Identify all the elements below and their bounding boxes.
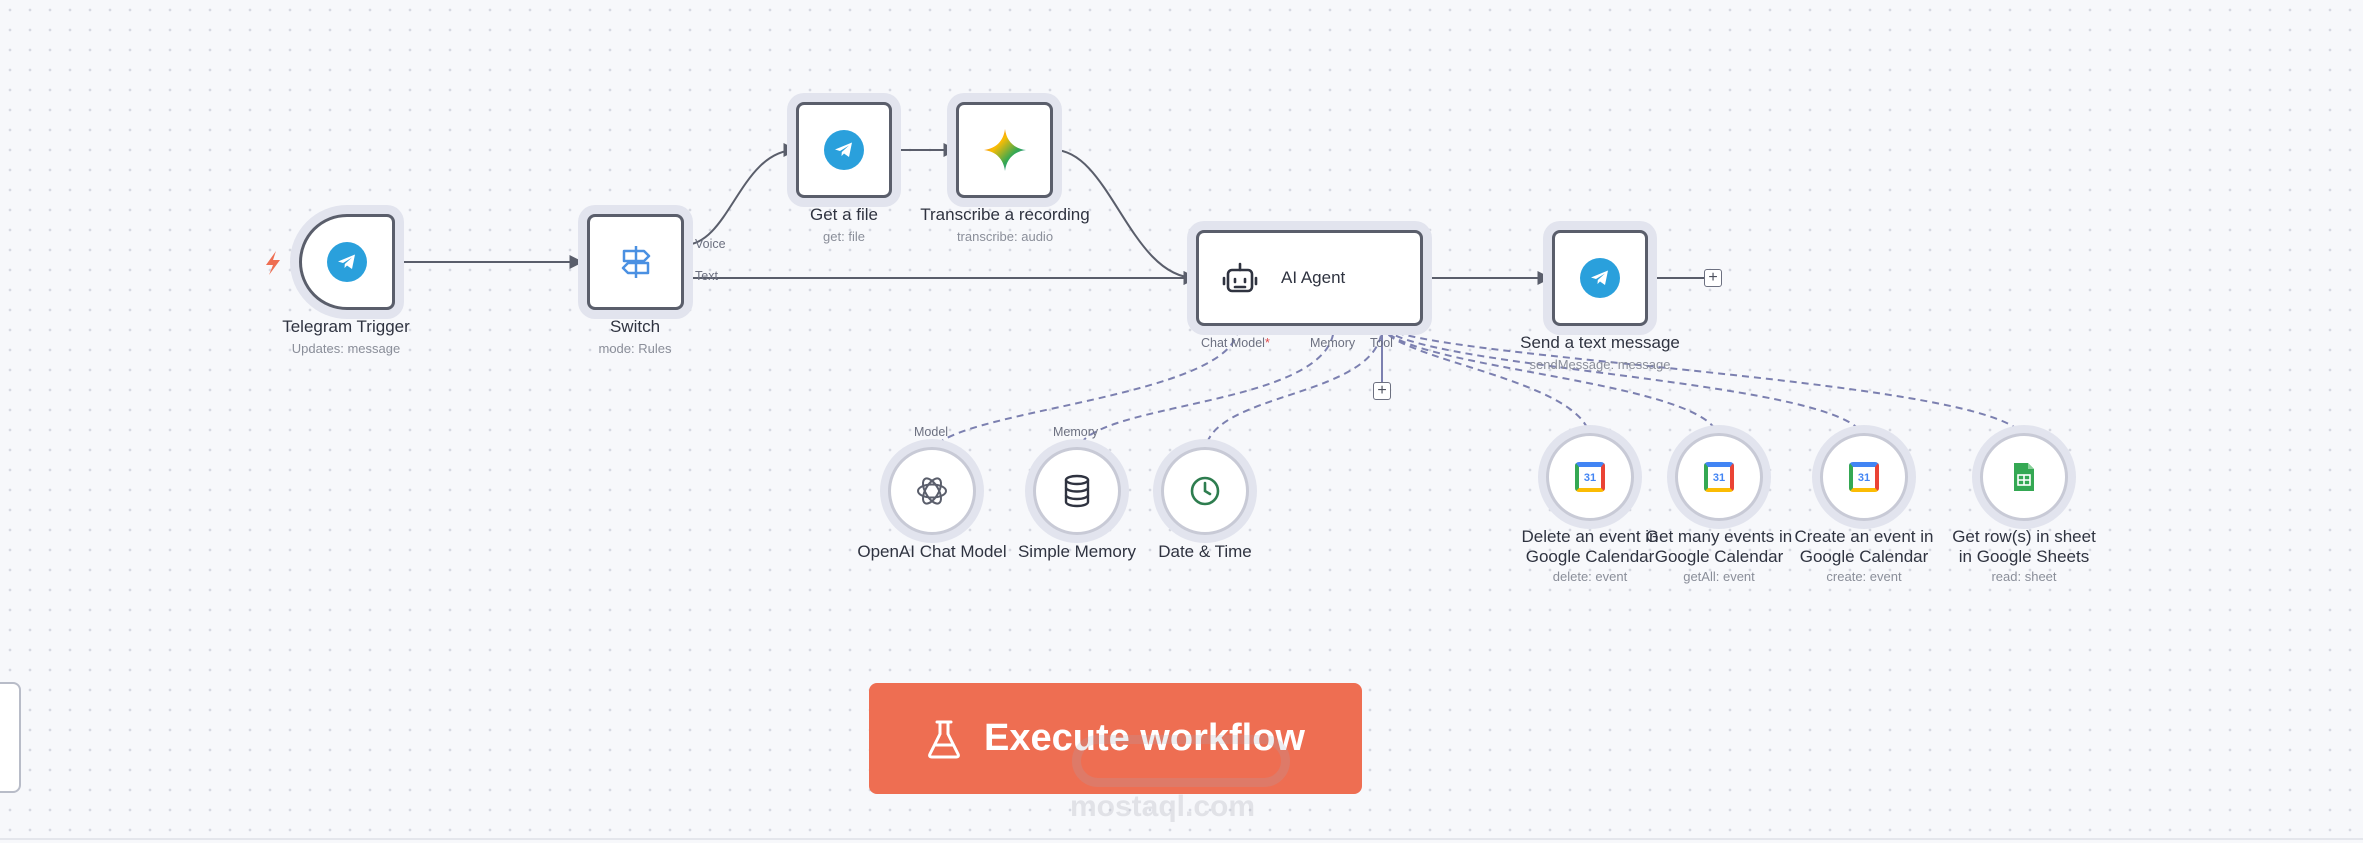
node-get-file[interactable] xyxy=(796,102,892,198)
node-subtitle: mode: Rules xyxy=(598,341,672,356)
node-create-event[interactable]: 31 xyxy=(1820,433,1908,521)
signpost-icon xyxy=(621,246,650,278)
node-title-line1: Delete an event in xyxy=(1521,527,1659,546)
gemini-sparkle-icon xyxy=(983,129,1026,171)
node-title: Telegram Trigger xyxy=(282,317,410,336)
calendar-day: 31 xyxy=(1583,471,1597,484)
port-label-model: Model xyxy=(914,425,949,439)
node-title-line1: Get row(s) in sheet xyxy=(1952,527,2096,546)
node-delete-event[interactable]: 31 xyxy=(1546,433,1634,521)
telegram-icon xyxy=(824,130,864,170)
telegram-icon xyxy=(327,242,367,282)
edge-switch-voice-to-getfile xyxy=(683,143,798,246)
node-subtitle: delete: event xyxy=(1552,569,1628,584)
node-subtitle: getAll: event xyxy=(1683,569,1755,584)
telegram-icon xyxy=(1580,258,1620,298)
execute-workflow-label: Execute workflow xyxy=(984,717,1305,759)
node-subtitle: Updates: message xyxy=(291,341,401,356)
clock-icon xyxy=(1190,476,1220,506)
node-title: Transcribe a recording xyxy=(920,205,1090,224)
watermark-text: mostaql.com xyxy=(1070,790,1256,823)
node-title: Simple Memory xyxy=(1017,542,1137,561)
node-switch[interactable] xyxy=(587,214,684,310)
node-title: Date & Time xyxy=(1158,542,1252,561)
google-calendar-icon: 31 xyxy=(1849,462,1879,492)
edge-memory-to-agent xyxy=(1076,325,1335,455)
node-title-line1: Create an event in xyxy=(1794,527,1934,546)
node-send-message[interactable] xyxy=(1552,230,1648,326)
port-label-tool: Tool xyxy=(1370,336,1393,350)
port-label-text: Text xyxy=(695,269,718,283)
openai-icon xyxy=(917,477,947,505)
node-title-line1: Get many events in xyxy=(1645,527,1793,546)
edge-transcribe-to-agent xyxy=(1053,149,1198,285)
node-title-line2: in Google Sheets xyxy=(1958,547,2090,566)
calendar-day: 31 xyxy=(1857,471,1871,484)
watermark-logo xyxy=(1072,735,1290,787)
database-icon xyxy=(1064,474,1090,508)
port-label-memory-sub: Memory xyxy=(1053,425,1099,439)
side-panel-edge[interactable] xyxy=(0,682,21,793)
add-tool-button[interactable]: + xyxy=(1373,382,1391,400)
add-node-button[interactable]: + xyxy=(1704,269,1722,287)
robot-icon xyxy=(1222,262,1258,293)
node-subtitle: get: file xyxy=(823,229,865,244)
node-simple-memory[interactable] xyxy=(1033,447,1121,535)
node-subtitle: sendMessage: message xyxy=(1529,357,1671,372)
node-telegram-trigger[interactable] xyxy=(299,214,395,310)
node-get-many-events[interactable]: 31 xyxy=(1675,433,1763,521)
node-title: Send a text message xyxy=(1520,333,1680,352)
calendar-day: 31 xyxy=(1712,471,1726,484)
port-label-voice: Voice xyxy=(695,237,726,251)
port-label-memory: Memory xyxy=(1310,336,1356,350)
port-label-chat-model-text: Chat Model xyxy=(1201,336,1265,350)
node-title-line2: Google Calendar xyxy=(1525,547,1655,566)
google-sheets-icon xyxy=(2014,463,2034,491)
flask-icon xyxy=(928,720,960,758)
edge-getrows-to-tool xyxy=(1381,325,2025,441)
edge-delete-to-tool xyxy=(1381,325,1591,441)
node-subtitle: create: event xyxy=(1826,569,1902,584)
node-get-rows[interactable] xyxy=(1980,433,2068,521)
bottom-divider xyxy=(0,838,2363,840)
node-date-time[interactable] xyxy=(1161,447,1249,535)
google-calendar-icon: 31 xyxy=(1575,462,1605,492)
required-mark: * xyxy=(1264,336,1270,350)
node-title-line2: Google Calendar xyxy=(1654,547,1784,566)
node-subtitle: transcribe: audio xyxy=(956,229,1054,244)
node-title-line2: Google Calendar xyxy=(1799,547,1929,566)
node-transcribe[interactable] xyxy=(956,102,1053,198)
node-title: AI Agent xyxy=(1281,268,1346,287)
node-title: Get a file xyxy=(809,205,879,224)
node-subtitle: read: sheet xyxy=(1991,569,2057,584)
node-title: OpenAI Chat Model xyxy=(857,542,1007,561)
node-title: Switch xyxy=(609,317,661,336)
port-label-chat-model: Chat Model* xyxy=(1201,336,1270,350)
google-calendar-icon: 31 xyxy=(1704,462,1734,492)
edge-getmany-to-tool xyxy=(1381,325,1720,441)
edge-datetime-to-agent xyxy=(1204,325,1383,455)
edge-model-to-agent xyxy=(931,325,1240,455)
trigger-bolt-icon xyxy=(266,251,280,275)
node-ai-agent[interactable]: AI Agent xyxy=(1196,230,1423,326)
edge-create-to-tool xyxy=(1381,325,1865,441)
node-openai-chat-model[interactable] xyxy=(888,447,976,535)
